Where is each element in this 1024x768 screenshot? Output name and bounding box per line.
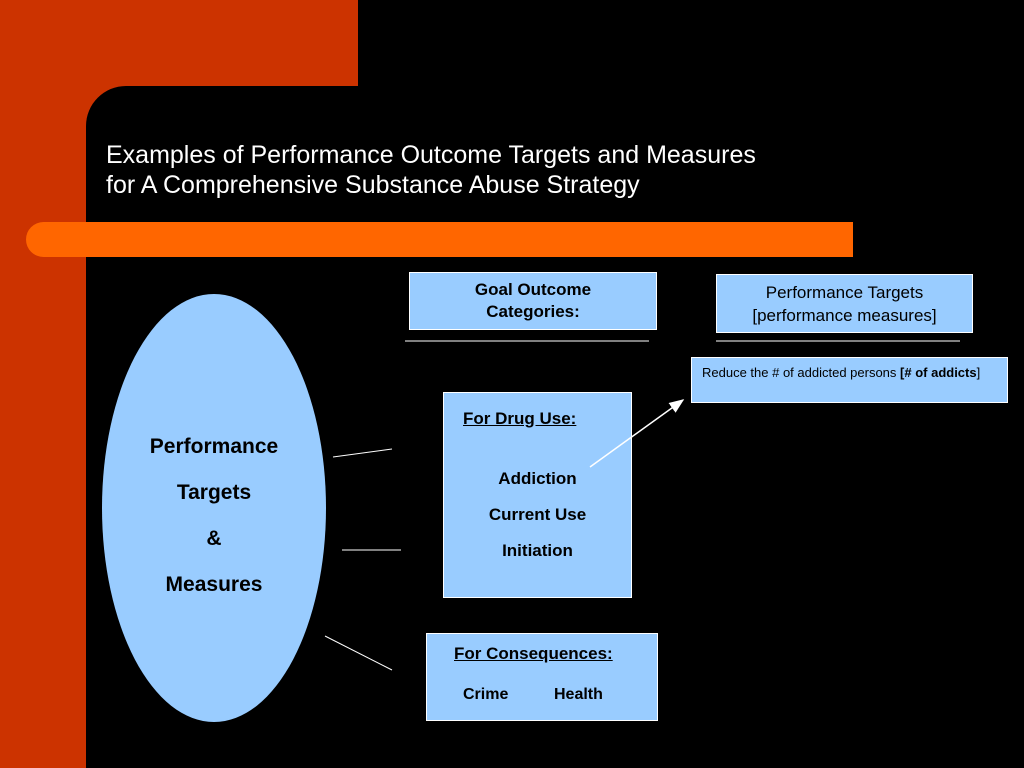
title-line-1: Examples of Performance Outcome Targets … — [106, 141, 756, 169]
connector-line-bottom — [324, 635, 393, 671]
slide-title: Examples of Performance Outcome Targets … — [106, 140, 906, 200]
ellipse-line-2: Targets — [176, 481, 252, 504]
orange-divider-bar — [26, 222, 853, 257]
drug-use-heading: For Drug Use: — [463, 409, 577, 428]
ellipse-line-3: & — [206, 527, 222, 550]
reduce-text: Reduce the # of addicted persons — [702, 365, 901, 380]
targets-header-line-1: Performance Targets — [765, 282, 924, 302]
drug-item-addiction: Addiction — [498, 469, 577, 488]
goal-header-line-1: Goal Outcome — [474, 280, 592, 299]
reduce-bold-text: [# of addicts — [900, 365, 977, 380]
targets-header-line-2: [performance measures] — [752, 305, 937, 325]
consequence-item-crime: Crime — [463, 686, 509, 703]
drug-item-initiation: Initiation — [502, 541, 573, 560]
connector-line-top — [332, 448, 393, 458]
arrow-addiction-to-target — [589, 399, 685, 468]
consequences-box: For Consequences: Crime Health — [426, 633, 658, 721]
reduce-closing: ] — [976, 365, 981, 380]
ellipse-line-1: Performance — [149, 435, 279, 458]
performance-ellipse — [102, 294, 326, 722]
drug-item-current-use: Current Use — [488, 505, 587, 524]
performance-targets-header: Performance Targets [performance measure… — [716, 274, 973, 333]
goal-outcome-header: Goal Outcome Categories: — [409, 272, 657, 330]
ellipse-line-4: Measures — [165, 573, 263, 596]
reduce-addicted-target-box: Reduce the # of addicted persons [# of a… — [691, 357, 1008, 403]
consequence-item-health: Health — [554, 686, 603, 703]
goal-header-line-2: Categories: — [486, 302, 580, 321]
ellipse-label: Performance Targets & Measures — [102, 424, 326, 608]
consequences-heading: For Consequences: — [454, 644, 613, 663]
drug-use-box: For Drug Use: Addiction Current Use Init… — [443, 392, 632, 598]
title-line-2: for A Comprehensive Substance Abuse Stra… — [106, 171, 640, 199]
